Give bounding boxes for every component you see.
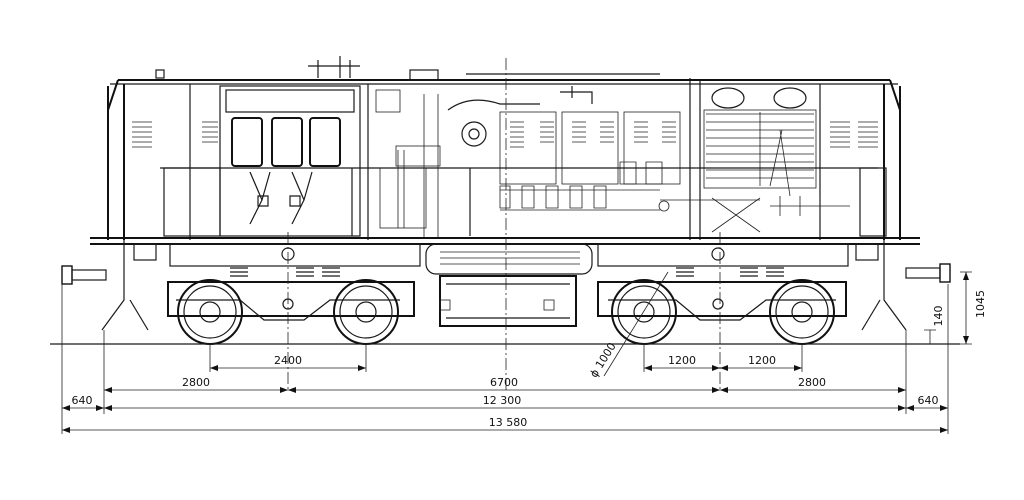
dim-bogie-centres: 6700: [490, 376, 518, 389]
right-buffer: [905, 263, 951, 283]
dim-bogie-pitch-right: 2800: [798, 376, 826, 389]
dim-axle-spacing: 2400: [274, 354, 302, 367]
dim-length-over-frame: 12 300: [483, 394, 522, 407]
dim-bogie-pitch-left: 2800: [182, 376, 210, 389]
dim-axle-gap-a: 1200: [668, 354, 696, 367]
cab-window-3: [309, 117, 341, 167]
right-bogie: [597, 247, 847, 321]
cab-window-1: [231, 117, 263, 167]
dim-buffer-height: 1045: [974, 290, 987, 318]
dim-length-over-buffers: 13 580: [489, 416, 528, 429]
wheel-2: [333, 279, 399, 345]
dim-step-height: 140: [932, 306, 945, 327]
wheel-4: [769, 279, 835, 345]
dimension-arrows: [62, 272, 969, 433]
centre-lines: [287, 58, 721, 392]
left-bogie: [167, 247, 415, 321]
left-buffer: [61, 265, 107, 285]
underframe: [90, 237, 920, 331]
locomotive-body: [107, 56, 901, 240]
dim-overhang-right: 640: [918, 394, 939, 407]
wheel-3: [611, 279, 677, 345]
dimension-lines: [61, 271, 972, 434]
dim-axle-gap-b: 1200: [748, 354, 776, 367]
wheel-1: [177, 279, 243, 345]
dim-overhang-left: 640: [72, 394, 93, 407]
cab-window-2: [271, 117, 303, 167]
